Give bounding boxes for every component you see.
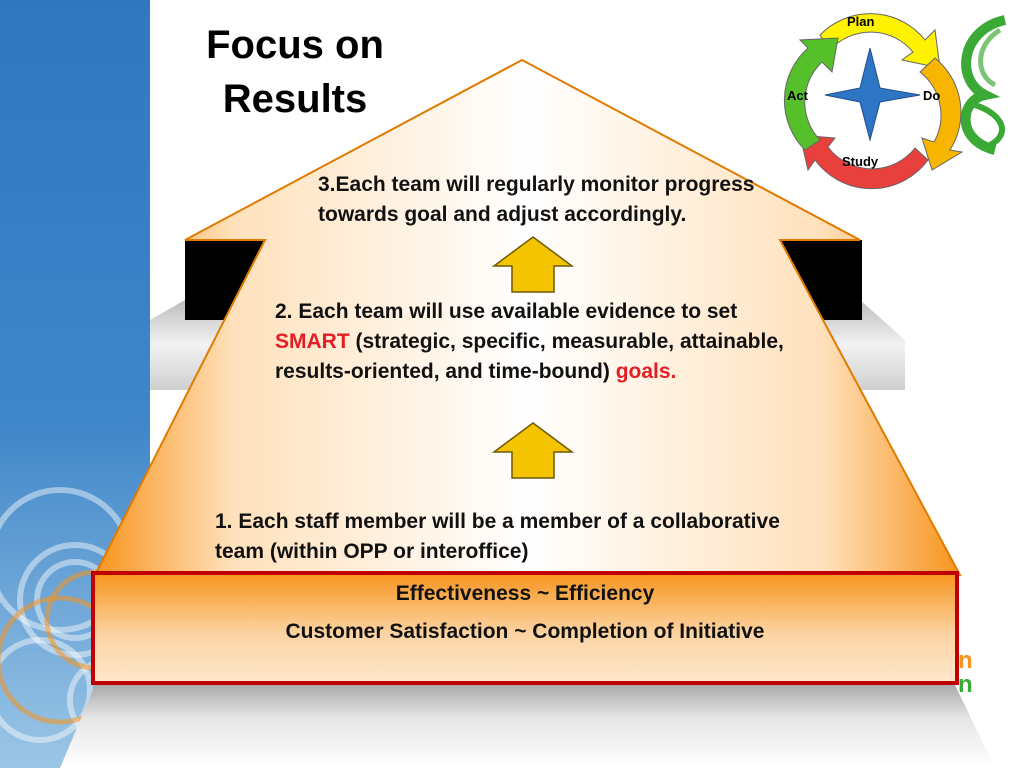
pdsa-act-label: Act bbox=[787, 88, 808, 103]
foundation bbox=[60, 685, 995, 768]
step-3-text: 3.Each team will regularly monitor progr… bbox=[318, 173, 755, 226]
study-arrow-icon bbox=[799, 134, 929, 190]
step-2-detail: (strategic, specific, measurable, attain… bbox=[275, 330, 784, 383]
title-line-2: Results bbox=[222, 77, 368, 121]
left-sidebar bbox=[0, 0, 150, 768]
pdsa-cycle bbox=[783, 13, 964, 190]
step-1-text: 1. Each staff member will be a member of… bbox=[215, 510, 780, 563]
act-arrow-icon bbox=[783, 37, 839, 151]
edge-letter-green: n bbox=[958, 671, 973, 698]
base-line-satisfaction: Customer Satisfaction ~ Completion of In… bbox=[285, 620, 765, 643]
title-line-1: Focus on bbox=[206, 23, 384, 67]
goals-highlight: goals. bbox=[615, 360, 677, 383]
compass-star-icon bbox=[824, 47, 921, 142]
pdsa-study-label: Study bbox=[842, 154, 879, 169]
base-line-effectiveness: Effectiveness ~ Efficiency bbox=[395, 582, 655, 605]
slide-title: Focus on Results bbox=[150, 18, 440, 126]
edge-letter-orange: n bbox=[958, 647, 973, 674]
arrow-up-icon bbox=[491, 236, 575, 293]
do-arrow-icon bbox=[919, 57, 964, 171]
base-bar bbox=[91, 571, 959, 685]
pdsa-do-label: Do bbox=[923, 88, 941, 103]
arrow-up-icon bbox=[491, 422, 575, 479]
plan-arrow-icon bbox=[819, 13, 941, 69]
pdsa-plan-label: Plan bbox=[847, 14, 875, 29]
step-2-text: 2. Each team will use available evidence… bbox=[275, 297, 805, 387]
step-2-intro: 2. Each team will use available evidence… bbox=[275, 300, 738, 323]
logo-swirl-icon bbox=[960, 15, 1007, 155]
smart-highlight: SMART bbox=[275, 330, 350, 353]
